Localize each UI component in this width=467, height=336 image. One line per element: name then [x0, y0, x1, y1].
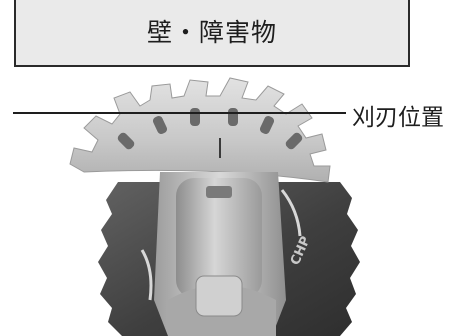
machine-head-icon — [140, 172, 302, 336]
blade-position-line — [13, 112, 346, 114]
wall-obstacle-label: 壁・障害物 — [146, 17, 277, 47]
wall-obstacle-box: 壁・障害物 — [14, 0, 410, 67]
blade-position-label: 刈刃位置 — [352, 105, 444, 131]
blade-guard — [69, 77, 331, 183]
